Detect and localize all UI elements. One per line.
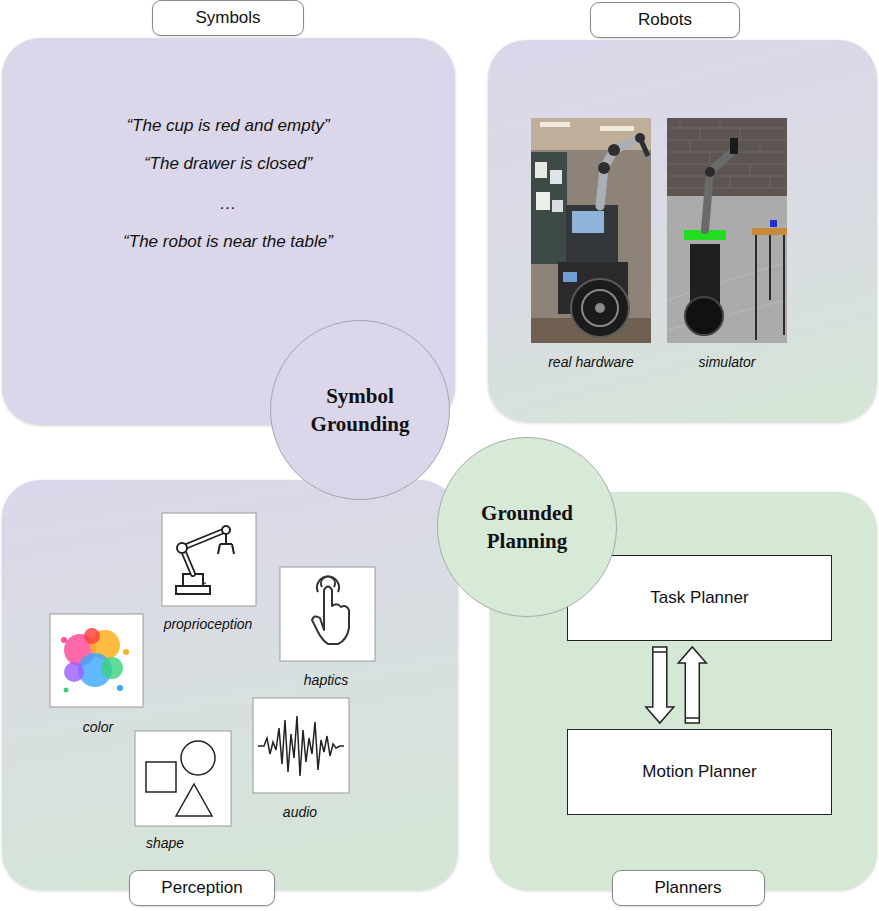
color-splash-icon-part bbox=[84, 628, 100, 644]
robot-photo-part bbox=[571, 279, 629, 337]
simulator-screenshot-part bbox=[752, 228, 787, 235]
text-holder: shape bbox=[146, 834, 184, 852]
planning-circle: Grounded Planning bbox=[437, 437, 617, 617]
robot-photo-part bbox=[531, 152, 567, 264]
simulator-screenshot bbox=[667, 118, 787, 343]
touch-icon bbox=[280, 567, 375, 661]
icon-caption: color bbox=[83, 719, 113, 735]
color-splash-icon-part bbox=[117, 685, 123, 691]
touch-icon-part bbox=[280, 567, 375, 661]
symbol-sentence: “The cup is red and empty” bbox=[126, 116, 329, 136]
robot-photo-part bbox=[550, 170, 562, 184]
robot-arm-icon-part bbox=[177, 543, 187, 553]
robot-photo-part bbox=[572, 211, 604, 233]
robot-photo-part bbox=[595, 303, 605, 313]
robot-photo-part bbox=[535, 162, 547, 178]
robot-photo-part bbox=[563, 272, 577, 282]
simulator-screenshot-part bbox=[730, 138, 738, 154]
stray-mark: . bbox=[203, 571, 207, 587]
title-tab: Planners bbox=[612, 870, 765, 906]
box-label: Task Planner bbox=[650, 588, 748, 608]
ellipsis: … bbox=[220, 194, 237, 214]
robot-arm-icon bbox=[162, 513, 256, 606]
robot-photo-part bbox=[608, 144, 620, 156]
text-holder: audio bbox=[283, 803, 317, 821]
shapes-icon-part bbox=[181, 741, 215, 775]
color-splash-icon-part bbox=[101, 657, 123, 679]
shapes-icon-part bbox=[176, 784, 212, 816]
simulator-screenshot-part bbox=[770, 220, 777, 227]
text-holder: “The cup is red and empty” bbox=[126, 116, 329, 136]
image-caption: real hardware bbox=[548, 354, 634, 370]
waveform-icon-part bbox=[258, 716, 344, 776]
text-holder: simulator bbox=[699, 353, 756, 371]
shapes-icon bbox=[135, 731, 231, 826]
panel-title: Perception bbox=[161, 878, 242, 898]
robot-photo-part bbox=[598, 162, 610, 174]
simulator-screenshot-part bbox=[667, 118, 787, 343]
touch-icon-part bbox=[321, 576, 335, 587]
shapes-icon-part bbox=[135, 731, 231, 826]
block-arrow bbox=[678, 647, 706, 723]
robot-arm-icon-part bbox=[162, 513, 256, 606]
image-caption: simulator bbox=[699, 354, 756, 370]
simulator-screenshot-part bbox=[756, 235, 784, 340]
text-holder: “The robot is near the table” bbox=[123, 232, 333, 252]
robot-photo-part bbox=[640, 138, 648, 156]
arrow-tail-mark bbox=[685, 717, 699, 719]
box-label: Motion Planner bbox=[642, 762, 756, 782]
robot-photo-part bbox=[566, 205, 618, 267]
icon-caption: audio bbox=[283, 804, 317, 820]
text-holder: proprioception bbox=[164, 615, 253, 633]
color-splash-icon-part bbox=[50, 614, 143, 707]
panel-title: Robots bbox=[638, 10, 692, 30]
text-holder: … bbox=[220, 194, 237, 214]
title-tab: Perception bbox=[129, 870, 275, 906]
robot-photo-part bbox=[540, 122, 570, 127]
grounding-circle: Symbol Grounding bbox=[270, 320, 450, 500]
shapes-icon-part bbox=[146, 762, 176, 792]
arrow-outline bbox=[646, 647, 674, 723]
simulator-screenshot-part bbox=[705, 167, 715, 177]
robot-photo-part bbox=[600, 126, 634, 131]
robot-photo-part bbox=[552, 200, 563, 212]
text-holder: “The drawer is closed” bbox=[144, 154, 312, 174]
circle-label: Grounded Planning bbox=[462, 499, 592, 556]
color-splash-icon-part bbox=[64, 662, 84, 682]
symbol-sentence: “The drawer is closed” bbox=[144, 154, 312, 174]
robot-arm-icon-part bbox=[222, 526, 230, 534]
color-splash-icon-part bbox=[64, 688, 69, 693]
title-tab: Symbols bbox=[152, 0, 304, 36]
text-holder: color bbox=[83, 718, 113, 736]
icon-caption: shape bbox=[146, 835, 184, 851]
text-holder: haptics bbox=[304, 671, 348, 689]
touch-icon-part bbox=[312, 587, 349, 645]
robot-arm-icon-part bbox=[176, 586, 210, 594]
robot-arm-icon-part bbox=[218, 534, 234, 554]
icon-caption: haptics bbox=[304, 672, 348, 688]
icon-caption: proprioception bbox=[164, 616, 253, 632]
panel-title: Symbols bbox=[195, 8, 260, 28]
circle-label: Symbol Grounding bbox=[295, 382, 425, 439]
text-holder: . bbox=[203, 570, 207, 588]
robot-photo-part bbox=[582, 290, 618, 326]
robot-photo-part bbox=[531, 118, 651, 343]
waveform-icon-part bbox=[253, 698, 349, 793]
text-holder: real hardware bbox=[548, 353, 634, 371]
color-splash-icon bbox=[50, 614, 143, 707]
panel-title: Planners bbox=[654, 878, 721, 898]
simulator-screenshot-part bbox=[705, 150, 734, 230]
arrow-tail-mark bbox=[653, 651, 667, 653]
block-arrow bbox=[646, 647, 674, 723]
robot-photo bbox=[531, 118, 651, 343]
simulator-screenshot-part bbox=[685, 297, 723, 335]
robot-photo-part bbox=[536, 192, 550, 210]
color-splash-icon-part bbox=[123, 649, 129, 655]
title-tab: Robots bbox=[590, 2, 740, 38]
arrow-outline bbox=[678, 647, 706, 723]
color-splash-icon-part bbox=[61, 637, 67, 643]
waveform-icon bbox=[253, 698, 349, 793]
symbol-sentence: “The robot is near the table” bbox=[123, 232, 333, 252]
planner-box: Motion Planner bbox=[567, 729, 832, 815]
